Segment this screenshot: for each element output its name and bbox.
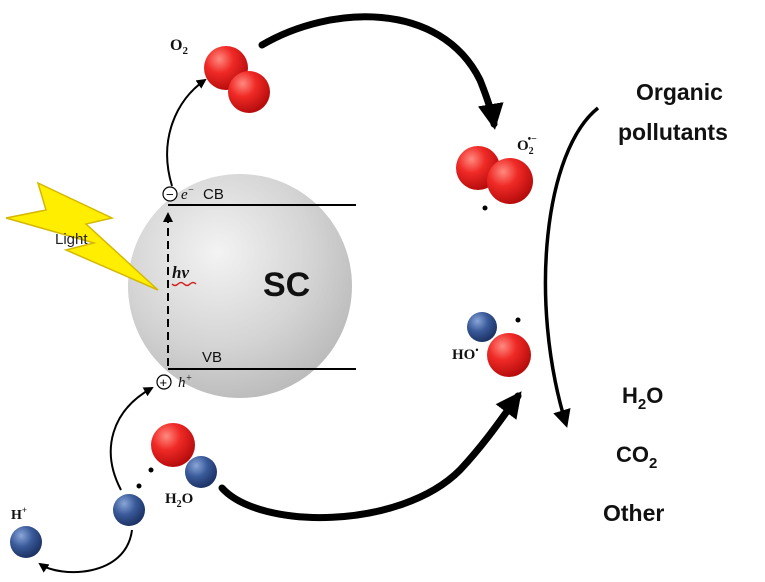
superoxide-atom-b: [487, 158, 533, 204]
light-label: Light: [55, 231, 88, 248]
semiconductor-sphere: [128, 174, 352, 398]
water-oxygen-atom: [151, 423, 195, 467]
organic-pollutants-line2: pollutants: [618, 119, 728, 145]
proton-atom: [10, 526, 42, 558]
arrow-water-to-hole: [109, 387, 154, 491]
hydrogen-radical-dot-a: [136, 483, 142, 489]
arrow-hydrogen-to-proton: [38, 529, 133, 574]
arrow-pollutants-to-products: [543, 106, 600, 428]
product-other: Other: [603, 500, 664, 526]
hv-underline: [171, 281, 197, 287]
electron-circle: [162, 186, 178, 202]
released-hydrogen-atom: [113, 494, 145, 526]
cb-label: CB: [203, 186, 224, 203]
product-water: H2O: [622, 383, 663, 413]
hydroxyl-oxygen-atom: [487, 333, 531, 377]
superoxide-radical-dot: [482, 205, 488, 211]
electron-symbol: e−: [181, 185, 194, 203]
water-label: H2O: [165, 491, 193, 510]
product-co2: CO2: [616, 442, 657, 472]
sc-label: SC: [263, 266, 310, 304]
hydroxyl-radical-dot: [515, 317, 521, 323]
light-bolt-icon: [5, 181, 159, 291]
o2-atom-b: [228, 71, 270, 113]
vb-label: VB: [202, 349, 222, 366]
hole-circle: [156, 374, 172, 390]
hydrogen-radical-dot-b: [148, 467, 154, 473]
hole-symbol: h+: [178, 373, 192, 391]
hv-label: hv: [172, 263, 189, 282]
hydroxyl-label: HO•: [452, 345, 479, 363]
hydroxyl-hydrogen-atom: [467, 312, 497, 342]
superoxide-label: O2•−: [517, 134, 537, 157]
proton-label: H+: [11, 505, 27, 523]
arrow-electron-to-o2: [166, 78, 207, 187]
arrow-water-to-hydroxyl: [218, 391, 522, 522]
electron-minus-sign: −: [166, 187, 174, 202]
o2-label: O2: [170, 37, 188, 57]
organic-pollutants-line1: Organic: [636, 79, 723, 105]
hole-plus-sign: +: [160, 375, 168, 390]
arrow-o2-to-superoxide: [258, 13, 504, 130]
water-hydrogen-atom: [185, 456, 217, 488]
